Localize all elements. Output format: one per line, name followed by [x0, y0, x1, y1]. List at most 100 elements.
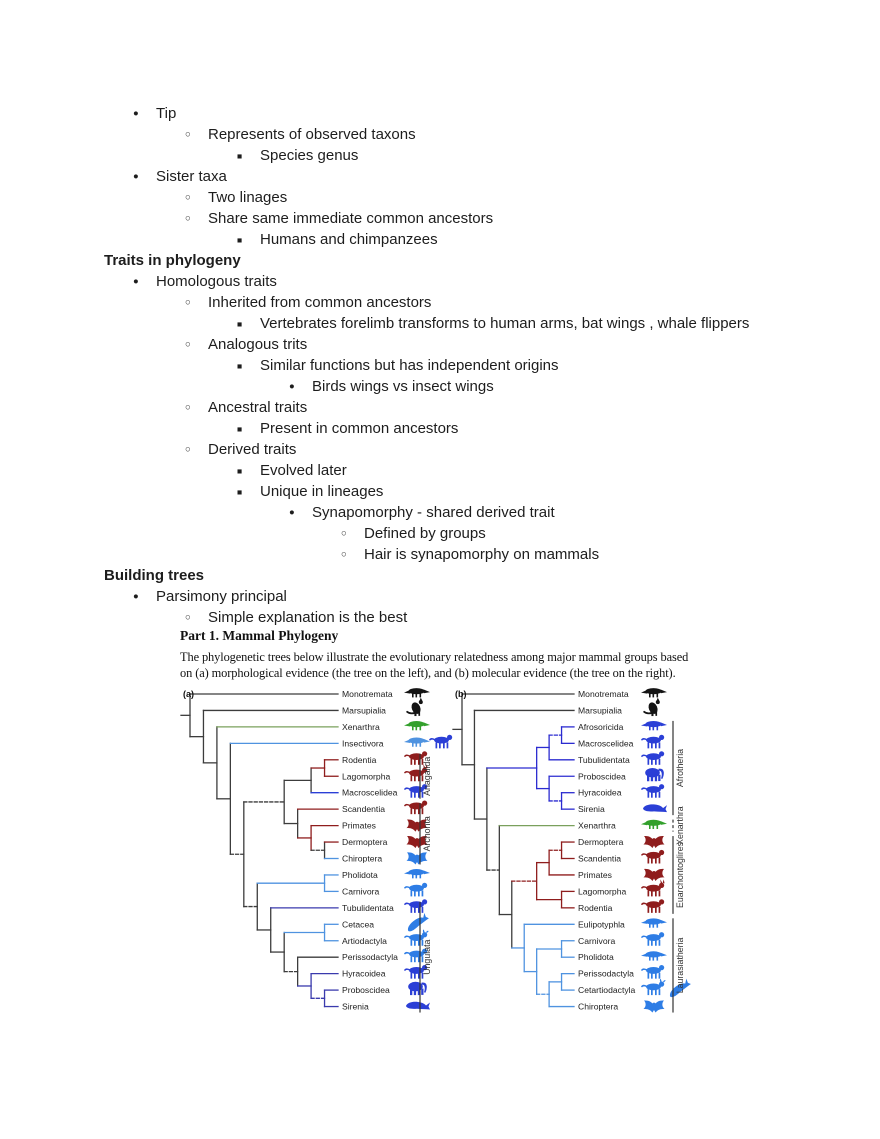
note-item: ○Ancestral traits — [185, 397, 824, 418]
note-item: ■Species genus — [237, 145, 824, 166]
bullet-marker: ○ — [185, 129, 191, 140]
taxon-icon-elephant — [408, 981, 427, 996]
bullet-marker: ● — [289, 381, 295, 392]
bullet-marker: ■ — [237, 465, 243, 476]
note-item: ○ Simple explanation is the best — [185, 607, 824, 628]
note-text: Humans and chimpanzees — [260, 231, 438, 248]
taxon-icon-quadruped — [641, 849, 665, 864]
note-text: Analogous trits — [208, 336, 308, 353]
group-label: Laurasiatheria — [675, 937, 685, 993]
taxon-icon-bat — [643, 868, 665, 881]
taxon-label: Lagomorpha — [578, 886, 626, 896]
note-text: Similar functions but has independent or… — [260, 357, 559, 374]
note-text: Birds wings vs insect wings — [312, 378, 494, 395]
taxon-label: Perissodactyla — [342, 952, 398, 962]
taxon-icon-kangaroo — [406, 697, 423, 717]
taxon-label: Rodentia — [578, 903, 613, 913]
bullet-marker: ■ — [237, 318, 243, 329]
taxon-icon-low — [641, 918, 667, 928]
taxon-label: Perissodactyla — [578, 969, 634, 979]
note-item: ●Parsimony principal — [133, 586, 824, 607]
bullet-marker: ● — [133, 591, 139, 602]
taxon-label: Lagomorpha — [342, 771, 390, 781]
taxon-icon-low — [404, 688, 430, 698]
group-label: Xenarthra — [675, 806, 685, 845]
bullet-marker: ● — [289, 507, 295, 518]
figure-mammal-phylogeny: Part 1. Mammal Phylogeny The phylogeneti… — [180, 628, 725, 1023]
note-item: ● Birds wings vs insect wings — [289, 376, 824, 397]
taxon-label: Proboscidea — [578, 771, 626, 781]
taxon-label: Primates — [578, 870, 612, 880]
note-item: ●Tip — [133, 103, 824, 124]
note-text: Species genus — [260, 147, 359, 164]
note-text: Share same immediate common ancestors — [208, 210, 494, 227]
taxon-icon-whale — [643, 804, 667, 813]
taxon-icon-quadruped — [429, 734, 453, 749]
taxon-label: Dermoptera — [342, 837, 388, 847]
taxon-icon-low — [641, 688, 667, 698]
note-text: Evolved later — [260, 462, 347, 479]
bullet-marker: ○ — [185, 297, 191, 308]
bullet-marker: ○ — [341, 549, 347, 560]
note-item: ○Derived traits — [185, 439, 824, 460]
note-text: Two linages — [208, 189, 288, 206]
note-text: Unique in lineages — [260, 483, 384, 500]
bullet-marker: ○ — [341, 528, 347, 539]
taxon-icon-quadruped — [404, 800, 428, 815]
taxon-label: Monotremata — [578, 689, 629, 699]
taxon-label: Carnivora — [578, 936, 615, 946]
note-text: Defined by groups — [364, 525, 486, 542]
taxon-icon-bat — [643, 835, 665, 849]
taxon-label: Dermoptera — [578, 837, 624, 847]
taxon-label: Marsupialia — [342, 705, 386, 715]
taxon-label: Macroscelidea — [578, 738, 634, 748]
note-item: ○Represents of observed taxons — [185, 124, 824, 145]
taxon-label: Macroscelidea — [342, 788, 398, 798]
note-text: Sister taxa — [156, 168, 227, 185]
taxon-label: Rodentia — [342, 755, 377, 765]
taxon-label: Eulipotyphla — [578, 919, 625, 929]
taxon-icon-bat — [406, 835, 428, 849]
note-text: Hair is synapomorphy on mammals — [364, 546, 600, 563]
taxon-icon-bat — [643, 1000, 665, 1013]
note-item: ●Synapomorphy - shared derived trait — [289, 502, 824, 523]
bullet-marker: ■ — [237, 360, 243, 371]
bullet-marker: ○ — [185, 213, 191, 224]
taxon-icon-bovid — [641, 978, 666, 996]
taxon-label: Scandentia — [578, 854, 621, 864]
taxon-label: Primates — [342, 821, 376, 831]
section-heading: Traits in phylogeny — [104, 252, 241, 269]
taxon-icon-quadruped — [641, 932, 665, 946]
taxon-label: Chiroptera — [578, 1002, 618, 1012]
group-label: Afrotheria — [675, 749, 685, 787]
taxon-icon-bat — [406, 819, 428, 832]
figure-caption-line: on (a) morphological evidence (the tree … — [180, 666, 676, 680]
taxon-icon-low — [404, 869, 430, 879]
taxon-label: Artiodactyla — [342, 936, 387, 946]
taxon-label: Afrosoricida — [578, 722, 624, 732]
taxon-icon-low — [404, 721, 430, 731]
taxon-label: Hyracoidea — [578, 788, 622, 798]
figure-caption-line: The phylogenetic trees below illustrate … — [180, 650, 689, 664]
phylogeny-svg: (a)MonotremataMarsupialiaXenarthraInsect… — [180, 688, 691, 1013]
panel-label: (a) — [183, 689, 194, 699]
taxon-icon-rabbit — [641, 879, 665, 897]
taxon-label: Cetartiodactyla — [578, 985, 636, 995]
group-label: Ungulata — [422, 939, 432, 974]
taxon-label: Proboscidea — [342, 985, 390, 995]
bullet-marker: ○ — [185, 192, 191, 203]
figure-caption: The phylogenetic trees below illustrate … — [180, 649, 725, 681]
bullet-marker: ○ — [185, 612, 191, 623]
bullet-marker: ■ — [237, 423, 243, 434]
bullet-marker: ● — [133, 171, 139, 182]
figure-title: Part 1. Mammal Phylogeny — [180, 628, 339, 643]
note-text: Simple explanation is the best — [208, 609, 408, 626]
note-text: Vertebrates forelimb transforms to human… — [260, 315, 750, 332]
taxon-label: Tubulidentata — [342, 903, 394, 913]
taxon-icon-low — [641, 951, 667, 961]
taxon-icon-elephant — [645, 767, 664, 782]
taxon-icon-quadruped — [641, 734, 665, 749]
taxon-label: Cetacea — [342, 919, 374, 929]
taxon-label: Xenarthra — [578, 821, 616, 831]
note-item: ● Sister taxa — [133, 166, 824, 187]
